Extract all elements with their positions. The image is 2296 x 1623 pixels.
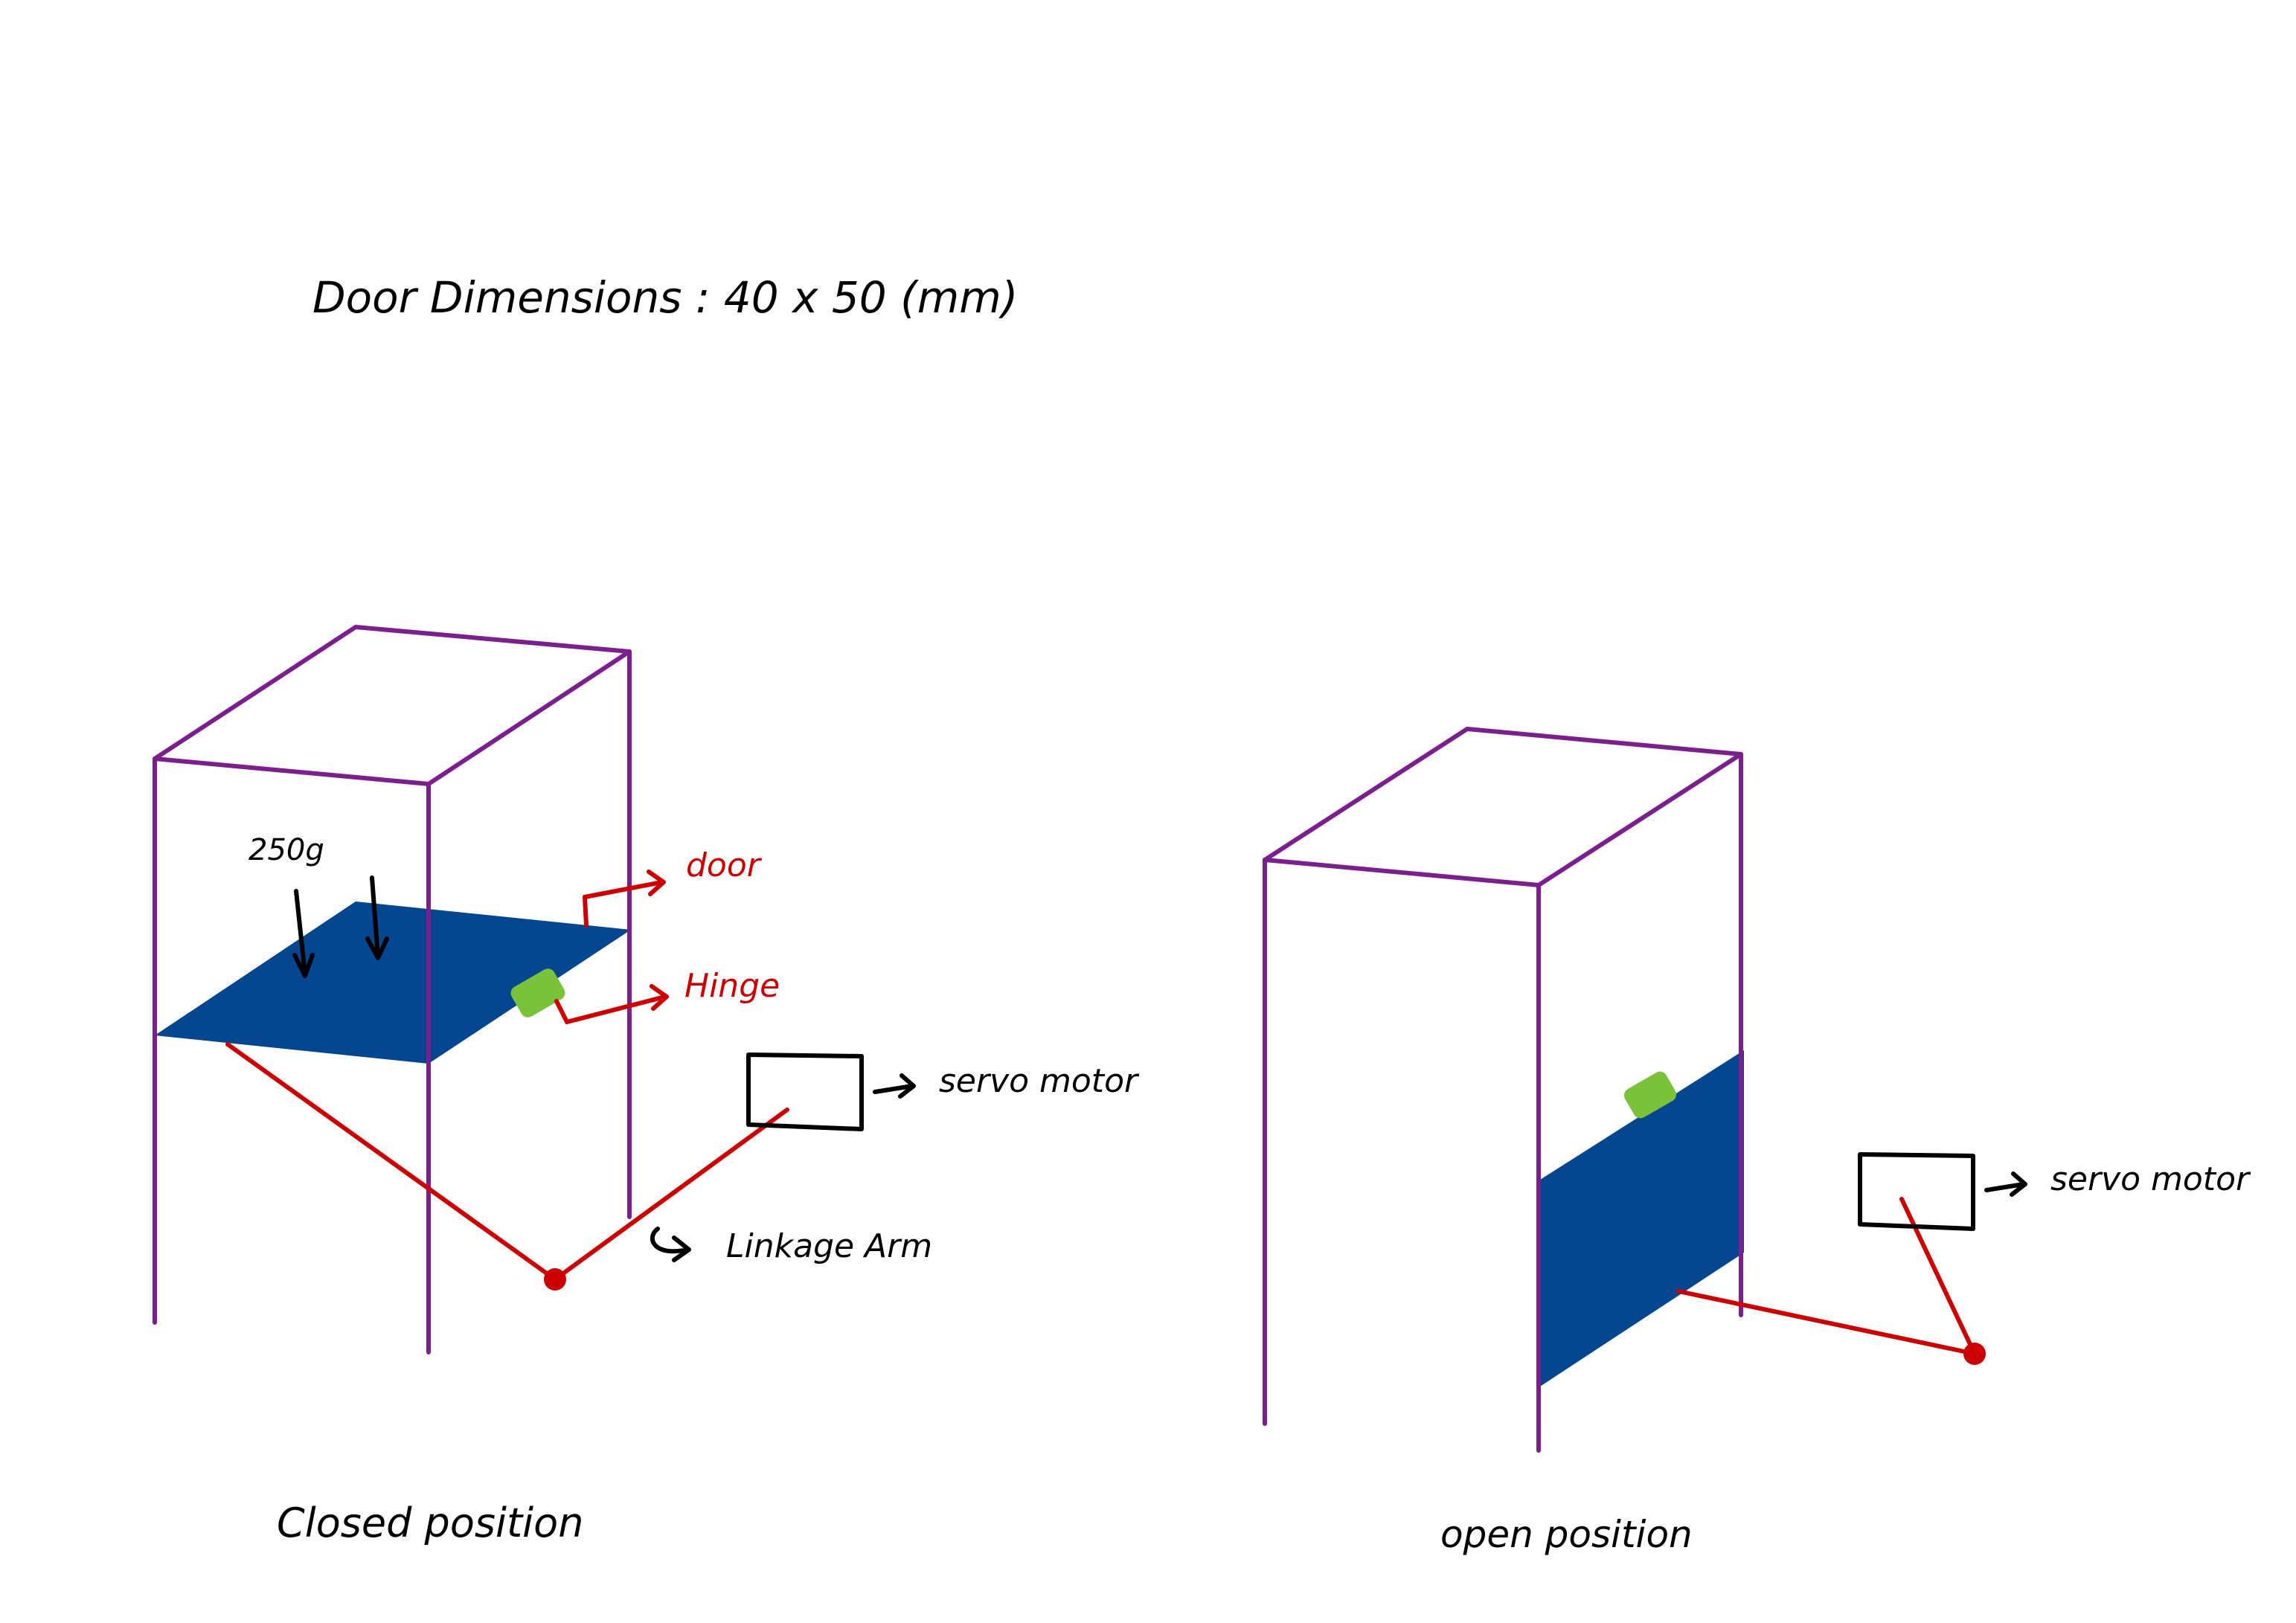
weight-arrowhead-left: [292, 953, 315, 978]
servo-arrowhead-closed: [898, 1073, 916, 1099]
closed-position-diagram: servo motor 250g door Hinge Linkage Arm …: [153, 625, 1140, 1546]
door-callout-arrow: [583, 880, 664, 928]
door-panel-closed: [155, 902, 631, 1064]
hinge-closed: [510, 968, 565, 1018]
closed-caption: Closed position: [277, 1500, 583, 1546]
door-callout-arrowhead: [647, 870, 666, 896]
servo-label-open: servo motor: [2050, 1160, 2251, 1198]
open-position-diagram: servo motor open position: [1263, 727, 2251, 1556]
frame-top-open: [1263, 727, 1743, 887]
frame-top-closed: [153, 625, 632, 786]
box-frame-open: [1263, 727, 1743, 1453]
open-caption: open position: [1440, 1513, 1693, 1556]
door-panel-open: [1540, 1050, 1744, 1386]
servo-motor-closed: [746, 1052, 864, 1131]
linkage-label: Linkage Arm: [726, 1227, 932, 1265]
linkage-callout-arrowhead: [672, 1235, 691, 1262]
servo-label-closed: servo motor: [939, 1062, 1140, 1100]
weight-arrowhead-right: [365, 936, 389, 960]
linkage-pivot-open: [1963, 1343, 1986, 1365]
servo-arrowhead-open: [2010, 1172, 2027, 1197]
hinge-callout-arrowhead: [650, 984, 669, 1011]
linkage-pivot-closed: [544, 1268, 566, 1291]
linkage-callout-arrow: [650, 1227, 690, 1254]
box-frame-closed: [153, 625, 632, 1354]
weight-label: 250g: [248, 833, 324, 867]
title-text: Door Dimensions : 40 x 50 (mm): [312, 272, 1018, 323]
weight-arrow-right: [370, 875, 380, 959]
hinge-label: Hinge: [684, 967, 780, 1005]
hinge-open: [1623, 1071, 1677, 1119]
weight-arrow-left: [294, 889, 307, 977]
servo-motor-open: [1858, 1152, 1975, 1231]
servo-arrow-closed: [873, 1084, 914, 1094]
linkage-arm-closed: [225, 1042, 789, 1282]
door-label: door: [686, 846, 763, 884]
servo-arrow-open: [1984, 1182, 2026, 1192]
hinge-callout-arrow: [554, 994, 667, 1024]
